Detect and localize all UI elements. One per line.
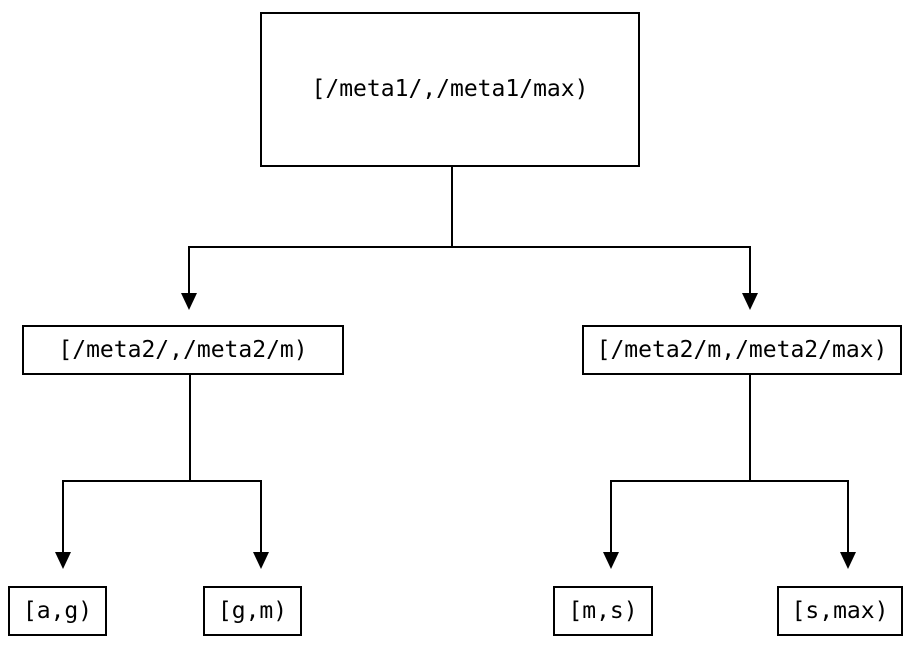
- node-root-label: [/meta1/,/meta1/max): [311, 76, 589, 102]
- arrow-down-icon: [603, 552, 619, 569]
- arrow-down-icon: [742, 293, 758, 310]
- arrow-down-icon: [253, 552, 269, 569]
- node-leaf-ms: [m,s): [553, 586, 653, 636]
- node-leaf-smax-label: [s,max): [791, 597, 889, 624]
- arrow-down-icon: [181, 293, 197, 310]
- node-leaf-gm-label: [g,m): [217, 597, 288, 624]
- node-mid-right-label: [/meta2/m,/meta2/max): [596, 336, 888, 363]
- edge-root-branches: [181, 167, 758, 310]
- node-mid-right: [/meta2/m,/meta2/max): [582, 325, 902, 375]
- node-mid-left-label: [/meta2/,/meta2/m): [58, 336, 308, 363]
- node-root: [/meta1/,/meta1/max): [260, 12, 640, 167]
- node-leaf-ag-label: [a,g): [22, 597, 93, 624]
- edge-mid-left-branches: [55, 375, 269, 569]
- arrow-down-icon: [55, 552, 71, 569]
- node-leaf-ms-label: [m,s): [568, 597, 638, 624]
- edge-mid-right-branches: [603, 375, 856, 569]
- node-leaf-ag: [a,g): [8, 586, 107, 636]
- node-leaf-gm: [g,m): [203, 586, 302, 636]
- node-mid-left: [/meta2/,/meta2/m): [22, 325, 344, 375]
- arrow-down-icon: [840, 552, 856, 569]
- node-leaf-smax: [s,max): [777, 586, 903, 636]
